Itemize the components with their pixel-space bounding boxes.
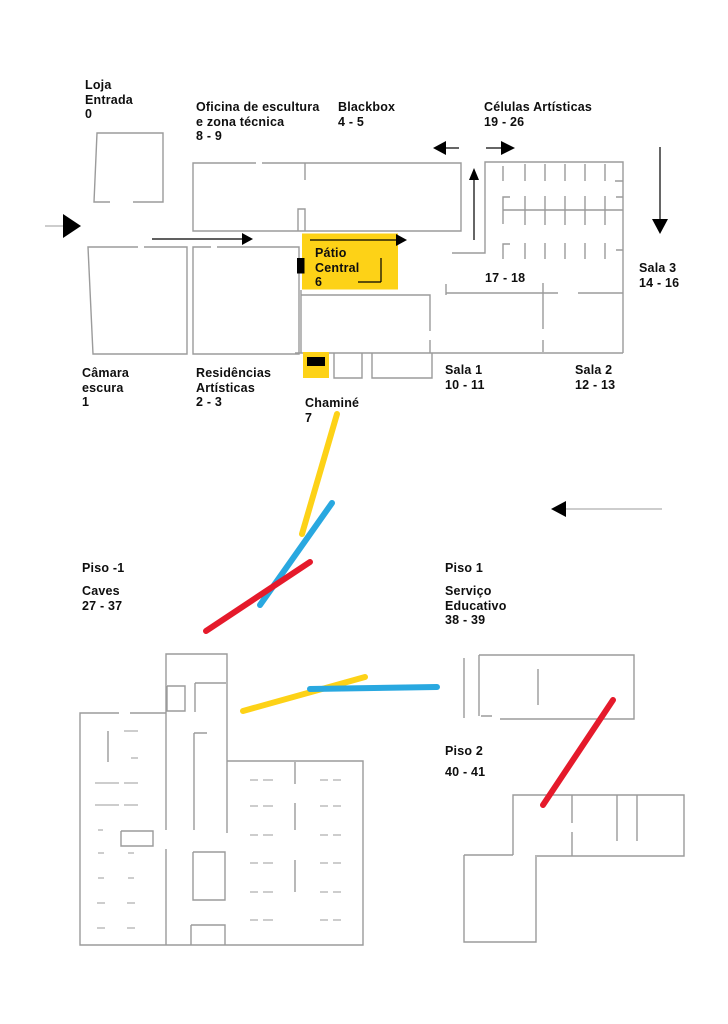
label-line: Piso 1: [445, 561, 484, 575]
label-chamine: Chaminé 7: [305, 396, 359, 425]
label-line: Residências: [196, 366, 272, 380]
label-line: 27 - 37: [82, 598, 123, 613]
label-line: Educativo: [445, 598, 507, 613]
celulas-arrow-icon: [486, 141, 515, 155]
piso2-outline: [463, 794, 685, 943]
label-line: 1: [82, 395, 90, 409]
label-line: 6: [315, 275, 323, 289]
caves-outline: [79, 653, 364, 946]
label-line: 19 - 26: [484, 114, 525, 129]
label-loja: Loja Entrada 0: [85, 78, 133, 122]
label-line: Piso -1: [82, 561, 125, 575]
label-sala2: Sala 2 12 - 13: [575, 363, 615, 392]
piso1-outline: [463, 654, 635, 720]
label-line: 17 - 18: [485, 271, 526, 285]
connector-lines-upper: [203, 411, 340, 634]
caves-interior: [107, 682, 296, 945]
corridor-arrow-icon: [152, 233, 253, 245]
floor0-walls: [87, 132, 624, 379]
label-line: Loja: [85, 78, 112, 92]
stair-up-arrow-icon: [469, 168, 479, 240]
patio-highlight-rect: [302, 233, 398, 290]
oficina-blackbox-room: [192, 162, 462, 232]
red-line-upper: [203, 559, 313, 634]
label-line: Sala 3: [639, 261, 677, 275]
label-line: Serviço: [445, 584, 492, 598]
label-line: 12 - 13: [575, 377, 616, 392]
camara-room: [87, 246, 188, 355]
caves-furniture-marks: [95, 730, 341, 929]
level-left-arrow-icon: [551, 501, 662, 517]
sala3-down-arrow-icon: [652, 147, 668, 234]
patio-arrow-icon: [310, 234, 407, 246]
celulas-room: [452, 161, 624, 353]
label-line: 40 - 41: [445, 765, 486, 779]
yellow-line-upper: [299, 411, 340, 537]
label-line: escura: [82, 380, 124, 395]
label-oficina: Oficina de escultura e zona técnica 8 - …: [196, 100, 319, 144]
piso1-plan: [463, 654, 635, 720]
connector-lines-lower: [240, 674, 616, 808]
label-line: Piso 2: [445, 744, 484, 758]
label-piso-2-title: Piso 2: [445, 744, 483, 759]
label-line: Blackbox: [338, 100, 396, 114]
blackbox-arrow-icon: [433, 141, 459, 155]
red-line-lower: [540, 697, 616, 808]
patio-corner-bracket: [358, 258, 382, 283]
patio-central-highlight: [297, 233, 398, 290]
label-line: 8 - 9: [196, 129, 223, 143]
label-piso-1-detail: Serviço Educativo 38 - 39: [445, 584, 507, 628]
label-piso-minus-1-detail: Caves 27 - 37: [82, 584, 122, 613]
label-line: Sala 1: [445, 363, 483, 377]
label-17-18: 17 - 18: [485, 271, 525, 286]
chimney-highlight: [303, 352, 329, 378]
label-line: Sala 2: [575, 363, 613, 377]
label-line: Central: [315, 260, 360, 275]
label-line: Artísticas: [196, 380, 255, 395]
label-celulas: Células Artísticas 19 - 26: [484, 100, 592, 129]
label-sala3: Sala 3 14 - 16: [639, 261, 679, 290]
label-line: e zona técnica: [196, 114, 285, 129]
label-line: Chaminé: [305, 396, 360, 410]
label-line: 2 - 3: [196, 395, 223, 409]
label-line: Oficina de escultura: [196, 100, 320, 114]
label-line: 7: [305, 410, 313, 425]
chimney-mark: [307, 357, 325, 366]
piso2-plan: [463, 794, 685, 943]
label-line: Pátio: [315, 246, 347, 260]
label-patio-central: Pátio Central 6: [315, 246, 359, 290]
label-line: 0: [85, 107, 93, 121]
patio-door-mark: [297, 258, 305, 274]
blue-line-lower: [307, 684, 440, 692]
label-sala1: Sala 1 10 - 11: [445, 363, 485, 392]
label-residencias: Residências Artísticas 2 - 3: [196, 366, 271, 410]
residencias-room: [192, 246, 300, 355]
label-piso-1-title: Piso 1: [445, 561, 483, 576]
yellow-line-lower: [240, 674, 368, 714]
label-line: 10 - 11: [445, 377, 485, 392]
label-blackbox: Blackbox 4 - 5: [338, 100, 395, 129]
label-line: 4 - 5: [338, 114, 365, 129]
label-piso-minus-1-title: Piso -1: [82, 561, 124, 576]
label-line: 14 - 16: [639, 275, 680, 290]
label-line: 38 - 39: [445, 613, 486, 627]
label-line: Câmara: [82, 366, 130, 380]
central-hall-walls: [295, 283, 623, 379]
loja-room: [93, 132, 164, 203]
entrance-arrow-icon: [45, 214, 81, 238]
label-line: Entrada: [85, 92, 133, 107]
arrows: [45, 141, 668, 517]
label-line: Células Artísticas: [484, 100, 593, 114]
caves-plan: [79, 653, 364, 946]
label-line: Caves: [82, 584, 120, 598]
label-camara: Câmara escura 1: [82, 366, 129, 410]
label-piso-2-detail: 40 - 41: [445, 765, 485, 780]
